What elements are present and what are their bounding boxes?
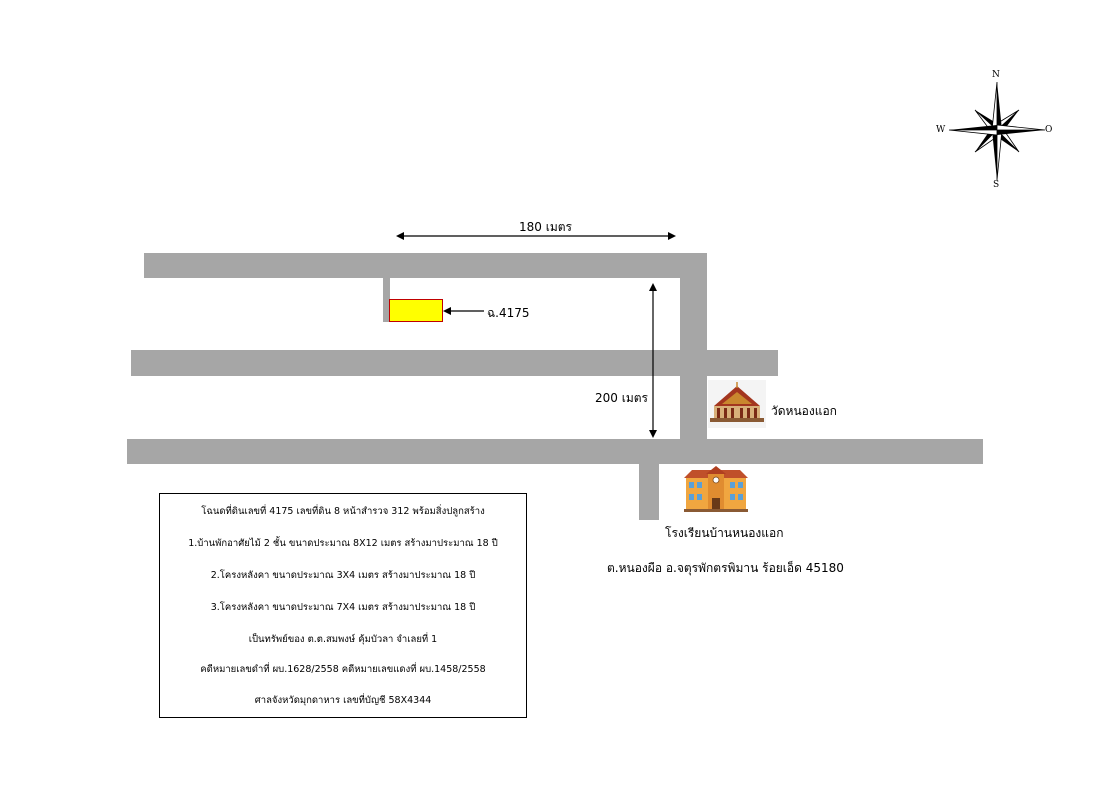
info-line: โฉนดที่ดินเลขที่ 4175 เลขที่ดิน 8 หน้าสำ…: [201, 506, 485, 517]
road-top: [144, 253, 707, 278]
road-parcel-spur: [383, 278, 390, 322]
road-bottom: [127, 439, 983, 464]
road-east-vertical: [680, 253, 707, 440]
compass-rose-icon: [948, 81, 1046, 181]
compass-south-label: S: [993, 180, 1000, 190]
vertical-dimension-arrow-icon: [649, 283, 657, 438]
temple-icon: [708, 380, 766, 428]
info-line: 1.บ้านพักอาศัยไม้ 2 ชั้น ขนาดประมาณ 8X12…: [188, 538, 498, 549]
address-label: ต.หนองผือ อ.จตุรพักตรพิมาน ร้อยเอ็ด 4518…: [607, 561, 844, 575]
school-icon: [684, 466, 748, 512]
road-school-spur: [639, 464, 659, 520]
horizontal-dimension-label: 180 เมตร: [519, 220, 572, 234]
parcel-4175: [389, 299, 443, 322]
horizontal-dimension-arrow-icon: [396, 232, 676, 240]
parcel-label: ฉ.4175: [487, 306, 530, 320]
parcel-pointer-arrow-icon: [443, 307, 484, 315]
school-label: โรงเรียนบ้านหนองแอก: [665, 526, 784, 540]
info-line: 3.โครงหลังคา ขนาดประมาณ 7X4 เมตร สร้างมา…: [210, 602, 476, 613]
road-middle: [131, 350, 778, 376]
compass-west-label: W: [936, 125, 946, 135]
info-line: ศาลจังหวัดมุกดาหาร เลขที่บัญชี 58X4344: [254, 695, 432, 706]
compass-east-label: O: [1045, 125, 1053, 135]
temple-label: วัดหนองแอก: [771, 404, 837, 418]
info-line: คดีหมายเลขดำที่ ผบ.1628/2558 คดีหมายเลขแ…: [200, 664, 486, 675]
compass-north-label: N: [992, 70, 1000, 80]
info-line: 2.โครงหลังคา ขนาดประมาณ 3X4 เมตร สร้างมา…: [210, 570, 476, 581]
vertical-dimension-label: 200 เมตร: [595, 391, 648, 405]
deed-info-box: โฉนดที่ดินเลขที่ 4175 เลขที่ดิน 8 หน้าสำ…: [159, 493, 527, 718]
info-line: เป็นทรัพย์ของ ต.ต.สมพงษ์ คุ้มบัวลา จำเลย…: [248, 634, 438, 645]
